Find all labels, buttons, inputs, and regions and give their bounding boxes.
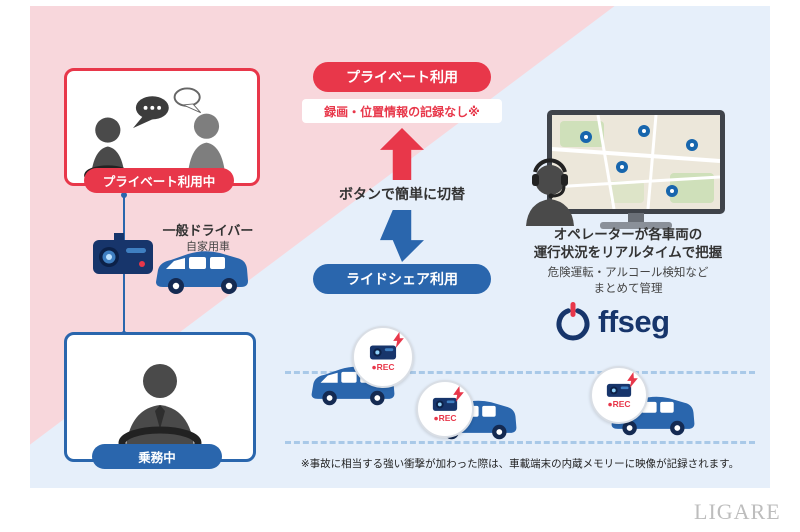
- passengers-icon: [84, 87, 226, 183]
- power-icon: [556, 302, 590, 341]
- operator-text-line2: 運行状況をリアルタイムで把握: [533, 245, 723, 260]
- operator: [512, 154, 584, 231]
- dashcam-icon: [606, 384, 632, 398]
- road-line: [285, 441, 755, 444]
- rec-callout-3: ●REC: [590, 366, 648, 424]
- map-pin-icons: [580, 125, 698, 197]
- rec-badge: ●REC: [433, 413, 457, 424]
- operator-icon: [526, 158, 574, 226]
- dashcam-device: [90, 231, 156, 288]
- no-record-note: 録画・位置情報の記録なし※: [302, 99, 502, 123]
- dashcam-icon: [432, 398, 458, 412]
- watermark: LIGARE: [694, 499, 781, 524]
- rec-badge: ●REC: [607, 399, 631, 410]
- lightning-icon: [627, 372, 638, 388]
- on-duty-badge: 乗務中: [92, 444, 222, 469]
- private-use-card: [64, 68, 260, 186]
- manage-text: 危険運転・アルコール検知など まとめて管理: [508, 265, 748, 297]
- rideshare-use-button: ライドシェア利用: [313, 264, 491, 294]
- connector-dot: [121, 192, 127, 198]
- rec-badge: ●REC: [371, 362, 395, 373]
- operator-text-line1: オペレーターが各車両の: [553, 227, 703, 242]
- operator-text: オペレーターが各車両の 運行状況をリアルタイムで把握: [508, 226, 748, 262]
- switch-caption: ボタンで簡単に切替: [339, 186, 465, 202]
- rec-callout-1: ●REC: [352, 326, 414, 388]
- lightning-icon: [393, 332, 404, 348]
- private-car-label: 自家用車: [186, 241, 230, 253]
- car-icon: [156, 251, 248, 294]
- rec-callout-2: ●REC: [416, 380, 474, 438]
- road-line: [285, 371, 755, 374]
- general-driver-label: 一般ドライバー: [162, 223, 254, 238]
- monitor-stand: [628, 213, 644, 223]
- lightning-icon: [453, 386, 464, 402]
- map: [551, 114, 721, 210]
- footnote: ※事故に相当する強い衝撃が加わった際は、車載端末の内蔵メモリーに映像が記録されま…: [300, 458, 740, 470]
- manage-text-line2: まとめて管理: [593, 283, 663, 295]
- dashcam-icon: [93, 233, 153, 274]
- private-car: [152, 246, 252, 301]
- private-use-button: プライベート利用: [313, 62, 491, 92]
- dashcam-icon: [369, 345, 397, 360]
- manage-text-line1: 危険運転・アルコール検知など: [547, 267, 709, 279]
- monitor-base: [600, 222, 672, 229]
- monitor: [547, 110, 725, 214]
- on-duty-card: [64, 332, 256, 462]
- logo-text: ffseg: [598, 304, 670, 339]
- private-in-use-badge: プライベート利用中: [84, 168, 234, 193]
- offseg-logo: ffseg: [554, 300, 670, 344]
